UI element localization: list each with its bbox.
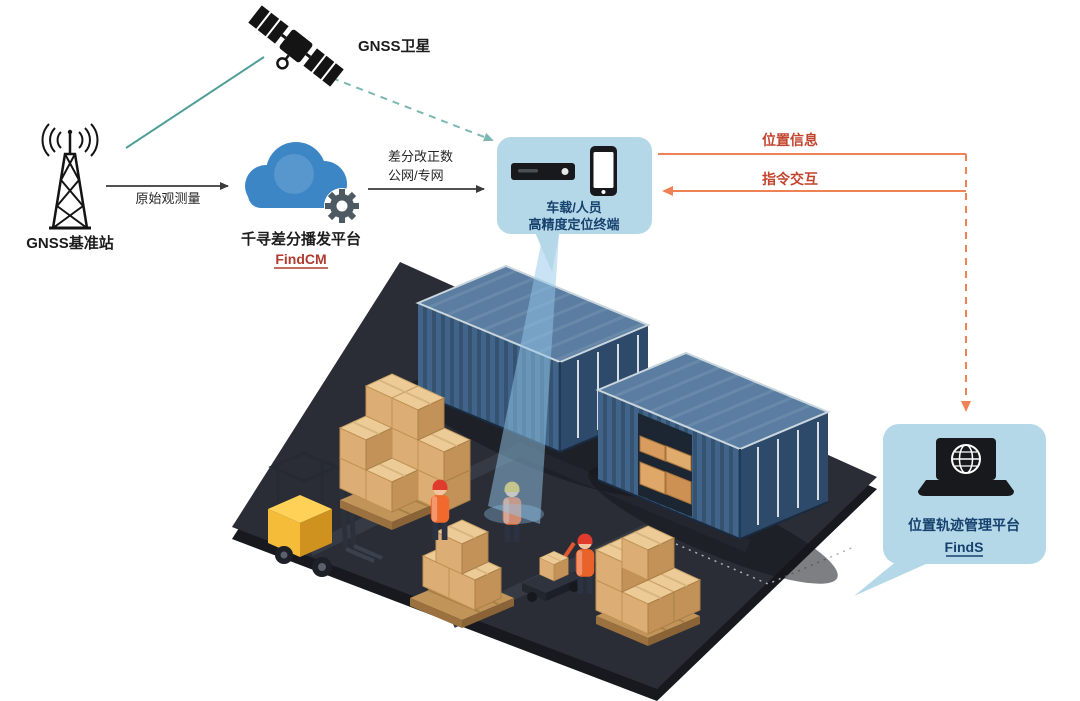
receiver-box-icon bbox=[511, 163, 575, 180]
cargo-box bbox=[621, 525, 675, 581]
management-platform-node: 位置轨迹管理平台 FindS bbox=[854, 424, 1046, 596]
radio-tower-icon bbox=[41, 123, 99, 230]
terminal-label-1: 车载/人员 bbox=[546, 200, 602, 215]
positioning-beam bbox=[488, 234, 559, 524]
satellite-label: GNSS卫星 bbox=[358, 38, 431, 55]
cargo-box bbox=[539, 550, 569, 582]
terminal-label-2: 高精度定位终端 bbox=[528, 217, 619, 232]
command-label: 指令交互 bbox=[762, 171, 818, 187]
base-station-node: GNSS基准站 bbox=[26, 123, 114, 252]
terminal-callout-tail bbox=[534, 230, 560, 272]
cloud-platform-product: FindCM bbox=[275, 251, 326, 267]
platform-name: 位置轨迹管理平台 bbox=[908, 517, 1020, 533]
connectors: 原始观测量 差分改正数 公网/专网 位置信息 指令交互 bbox=[106, 56, 971, 412]
platform-callout-tail bbox=[854, 560, 926, 596]
pallet-jack bbox=[522, 541, 582, 602]
laptop-globe-icon bbox=[918, 438, 1014, 496]
cloud-platform-node: 千寻差分播发平台 FindCM bbox=[241, 142, 361, 269]
base-station-label: GNSS基准站 bbox=[26, 234, 114, 252]
beam-spot bbox=[484, 504, 544, 524]
cargo-box bbox=[391, 385, 445, 441]
terminal-node: 车载/人员 高精度定位终端 bbox=[497, 137, 652, 272]
warehouse-scene bbox=[232, 262, 877, 701]
raw-observation-label: 原始观测量 bbox=[135, 191, 200, 206]
satellite-icon bbox=[248, 5, 344, 87]
cloud-gear-icon bbox=[245, 142, 360, 224]
satellite-node: GNSS卫星 bbox=[248, 5, 431, 87]
forklift bbox=[268, 451, 383, 577]
shipping-container-2 bbox=[595, 351, 831, 541]
gear-icon bbox=[325, 189, 359, 223]
link-base-to-satellite bbox=[125, 56, 265, 149]
position-info-label: 位置信息 bbox=[762, 132, 818, 148]
cloud-platform-name: 千寻差分播发平台 bbox=[241, 230, 361, 248]
correction-label-1: 差分改正数 bbox=[388, 149, 453, 164]
correction-label-2: 公网/专网 bbox=[388, 168, 444, 183]
platform-product: FindS bbox=[945, 539, 984, 555]
smartphone-icon bbox=[590, 146, 617, 196]
link-satellite-to-terminal bbox=[331, 77, 494, 142]
